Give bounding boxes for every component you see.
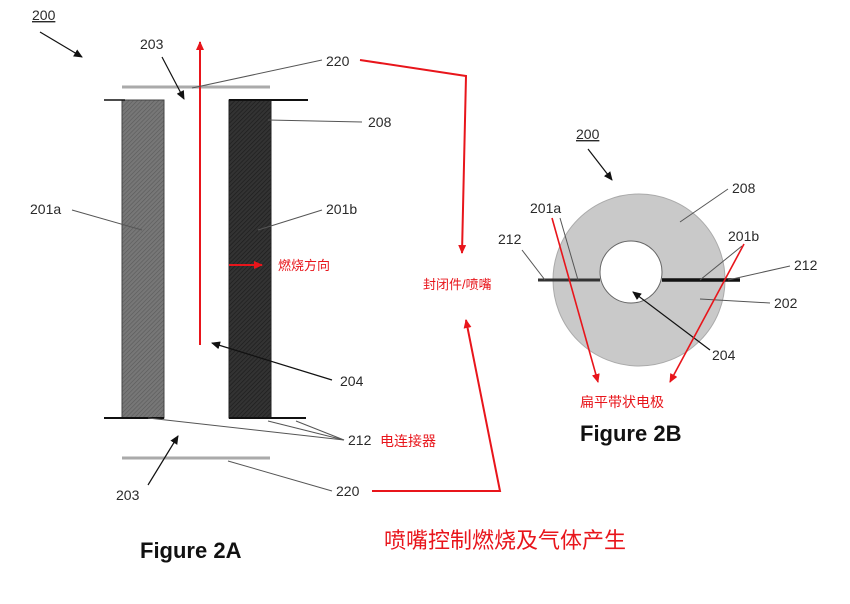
fig2b-ref-label: 200 bbox=[576, 126, 600, 142]
bottom-note: 喷嘴控制燃烧及气体产生 bbox=[384, 528, 626, 553]
seal-nozzle-callout: 封闭件/喷嘴 bbox=[359, 59, 502, 492]
fig2b-label-201a: 201a bbox=[530, 200, 561, 216]
leader-220-top bbox=[191, 59, 323, 89]
fig2a-label-201a: 201a bbox=[30, 201, 61, 217]
leader-203-top bbox=[161, 56, 185, 100]
fig2a-label-212: 212 bbox=[348, 432, 372, 448]
electrode-201a bbox=[121, 99, 165, 419]
leader-203-bottom bbox=[147, 435, 179, 486]
fig2a-label-203-bottom: 203 bbox=[116, 487, 140, 503]
inner-bore-204 bbox=[599, 240, 663, 304]
fig2a-label-201b: 201b bbox=[326, 201, 357, 217]
fig2b-leader-202 bbox=[699, 298, 771, 304]
fig2b-label-201b: 201b bbox=[728, 228, 759, 244]
fig2a-label-220-bottom: 220 bbox=[336, 483, 360, 499]
fig2a-label-204: 204 bbox=[340, 373, 364, 389]
figure-2b: 200 208 201a 201b 212 212 202 204 扁平带状电极… bbox=[498, 126, 818, 446]
fig2b-leader-204 bbox=[632, 291, 711, 351]
connector-annotation: 电连接器 bbox=[380, 433, 436, 449]
fig2b-leader-212-right bbox=[727, 265, 791, 281]
fig2b-caption: Figure 2B bbox=[580, 421, 681, 446]
fig2a-label-203-top: 203 bbox=[140, 36, 164, 52]
leader-201a bbox=[71, 209, 143, 231]
leader-204 bbox=[211, 341, 333, 381]
leader-201b bbox=[257, 209, 323, 231]
fig2b-label-212-right: 212 bbox=[794, 257, 818, 273]
fig2b-leader-208 bbox=[679, 188, 729, 223]
flat-ribbon-annotation: 扁平带状电极 bbox=[580, 394, 664, 410]
seal-nozzle-label: 封闭件/喷嘴 bbox=[423, 277, 492, 292]
leader-212-a bbox=[147, 417, 345, 441]
flame-direction-label: 燃烧方向 bbox=[278, 258, 330, 273]
ribbon-arrow-201b bbox=[669, 243, 745, 383]
leader-212-b bbox=[295, 420, 345, 441]
fig2a-ref-label: 200 bbox=[32, 7, 56, 23]
seal-arrow-top bbox=[359, 59, 468, 254]
fig2b-label-204: 204 bbox=[712, 347, 736, 363]
fig2b-leader-201a bbox=[559, 217, 579, 281]
ribbon-arrow-201a bbox=[551, 217, 600, 383]
leader-220-bottom bbox=[227, 460, 333, 492]
leader-208 bbox=[267, 119, 363, 123]
seal-arrow-bottom bbox=[372, 319, 502, 492]
fig2b-leader-212-left bbox=[521, 249, 546, 281]
fig2a-ref-arrow bbox=[39, 31, 83, 58]
fig2b-label-202: 202 bbox=[774, 295, 798, 311]
fig2b-leader-201b bbox=[699, 245, 743, 281]
fig2b-label-208: 208 bbox=[732, 180, 756, 196]
fig2b-label-212-left: 212 bbox=[498, 231, 522, 247]
electrode-201b bbox=[228, 99, 272, 419]
fig2a-label-220-top: 220 bbox=[326, 53, 350, 69]
leader-212-c bbox=[267, 420, 345, 441]
fig2a-label-208: 208 bbox=[368, 114, 392, 130]
figure-2a: 200 燃烧方向 203 220 208 201a 201b bbox=[30, 7, 436, 563]
fig2b-ref-arrow bbox=[587, 148, 613, 181]
fig2a-caption: Figure 2A bbox=[140, 538, 242, 563]
